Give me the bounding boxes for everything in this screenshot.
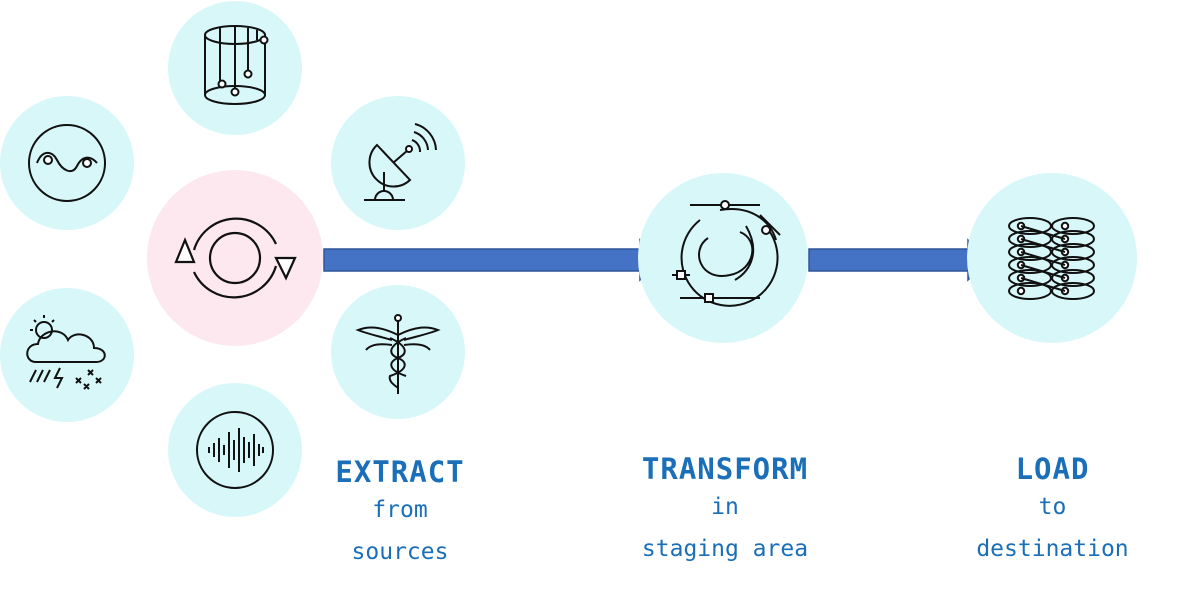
satellite-dish-icon [364,123,437,201]
load-label: LOAD to destination [940,452,1165,570]
extract-line1: from [372,497,428,523]
weather-storm-icon [26,315,106,390]
source-wave [0,96,134,230]
source-weather [0,288,134,422]
source-database [168,1,302,135]
refresh-cycle-icon [174,217,297,299]
stage-extract-node [147,170,323,346]
flow-network-icon [672,200,781,307]
arrow-transform-to-load [808,238,990,282]
database-cylinder-icon [204,25,269,105]
source-audio [168,383,302,517]
transform-title: TRANSFORM [641,452,809,486]
transform-line2: staging area [641,536,809,562]
load-title: LOAD [1015,452,1090,486]
transform-line1: in [711,494,739,520]
audio-waveform-icon [196,411,274,489]
load-line2: destination [976,536,1129,562]
arrow-extract-to-transform [323,238,662,282]
stage-load-node [967,173,1137,343]
source-satellite [331,96,465,230]
sine-wave-icon [28,124,106,202]
extract-label: EXTRACT from sources [300,455,500,573]
source-medical [331,285,465,419]
stage-transform-node [638,173,808,343]
extract-title: EXTRACT [335,455,465,489]
extract-line2: sources [351,539,449,565]
load-line1: to [1038,494,1067,520]
transform-label: TRANSFORM in staging area [590,452,860,570]
caduceus-medical-icon [355,314,441,394]
stacked-nodes-icon [1008,217,1095,300]
